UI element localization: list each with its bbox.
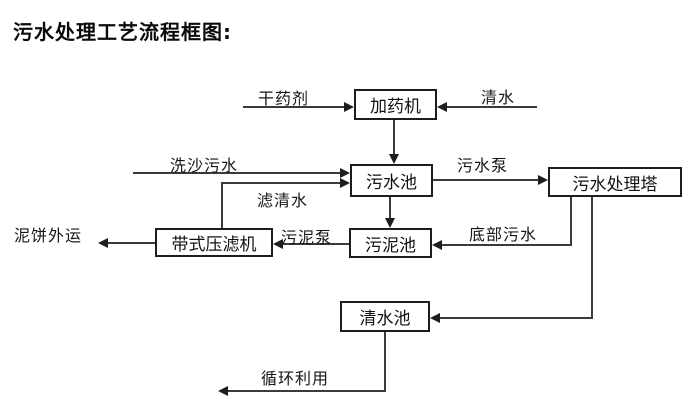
edge-label-bottom-sewage: 底部污水	[469, 225, 538, 244]
arrowhead-right-icon	[538, 175, 548, 185]
node-dosing-machine: 加药机	[354, 89, 437, 120]
edge-recycle-hline	[226, 390, 386, 392]
arrowhead-right-icon	[340, 178, 350, 188]
edge-sewage-pump-line	[433, 179, 540, 181]
arrowhead-left-icon	[273, 239, 283, 249]
edge-tower-to-clean-hline	[438, 317, 593, 319]
node-sludge-pool: 污泥池	[349, 228, 432, 258]
edge-label-dry-agent: 干药剂	[258, 89, 310, 108]
edge-filtered-water-vline	[221, 183, 223, 228]
edge-clean-water-line	[445, 106, 537, 108]
edge-label-sludge-pump: 污泥泵	[281, 228, 333, 247]
page-title: 污水处理工艺流程框图:	[13, 20, 232, 44]
edge-label-mud-cake: 泥饼外运	[14, 226, 83, 245]
edge-label-sewage-pump: 污水泵	[457, 156, 509, 175]
arrowhead-left-icon	[437, 102, 447, 112]
edge-bottom-sewage-hline	[440, 244, 572, 246]
node-belt-filter-press: 带式压滤机	[155, 228, 273, 257]
arrowhead-right-icon	[344, 102, 354, 112]
edge-dosing-to-pool-line	[393, 120, 395, 156]
edge-mud-cake-line	[106, 242, 155, 244]
edge-label-clean-water: 清水	[481, 88, 516, 107]
arrowhead-right-icon	[340, 168, 350, 178]
edge-sand-wash-line	[133, 172, 342, 174]
edge-recycle-vline	[384, 332, 386, 392]
arrowhead-left-icon	[430, 313, 440, 323]
edge-dry-agent-line	[243, 106, 346, 108]
arrowhead-down-icon	[385, 218, 395, 228]
arrowhead-left-icon	[432, 240, 442, 250]
edge-tower-to-clean-vline	[591, 197, 593, 319]
arrowhead-left-icon	[98, 238, 108, 248]
arrowhead-left-icon	[218, 386, 228, 396]
edge-bottom-sewage-vline	[570, 197, 572, 246]
node-clean-water-pool: 清水池	[340, 301, 430, 332]
edge-label-filtered-water: 滤清水	[257, 191, 309, 210]
node-sewage-pool: 污水池	[350, 164, 433, 197]
node-treatment-tower: 污水处理塔	[548, 167, 682, 197]
edge-pool-to-sludge-line	[389, 197, 391, 220]
arrowhead-down-icon	[389, 154, 399, 164]
edge-filtered-water-hline	[221, 182, 342, 184]
edge-sludge-pump-line	[281, 243, 349, 245]
edge-label-sand-wash: 洗沙污水	[170, 156, 239, 175]
edge-label-recycle: 循环利用	[261, 369, 330, 388]
